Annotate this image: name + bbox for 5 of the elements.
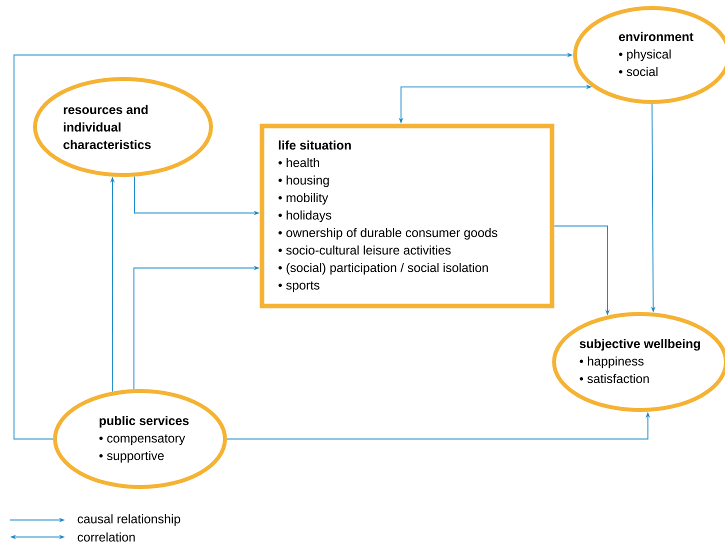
legend-text: causal relationship <box>78 514 180 526</box>
ellipse-node: resources and individual characteristics <box>33 77 213 177</box>
rectangle-box: life situation • health • housing • mobility • holidays • ownership of durable consumer goods • socio-cultural leisure activities • (social) participation / social isolation • sports <box>260 124 554 308</box>
ellipse-node: public services • compensatory • supportive <box>53 389 227 489</box>
legend-text: correlation <box>78 532 135 542</box>
